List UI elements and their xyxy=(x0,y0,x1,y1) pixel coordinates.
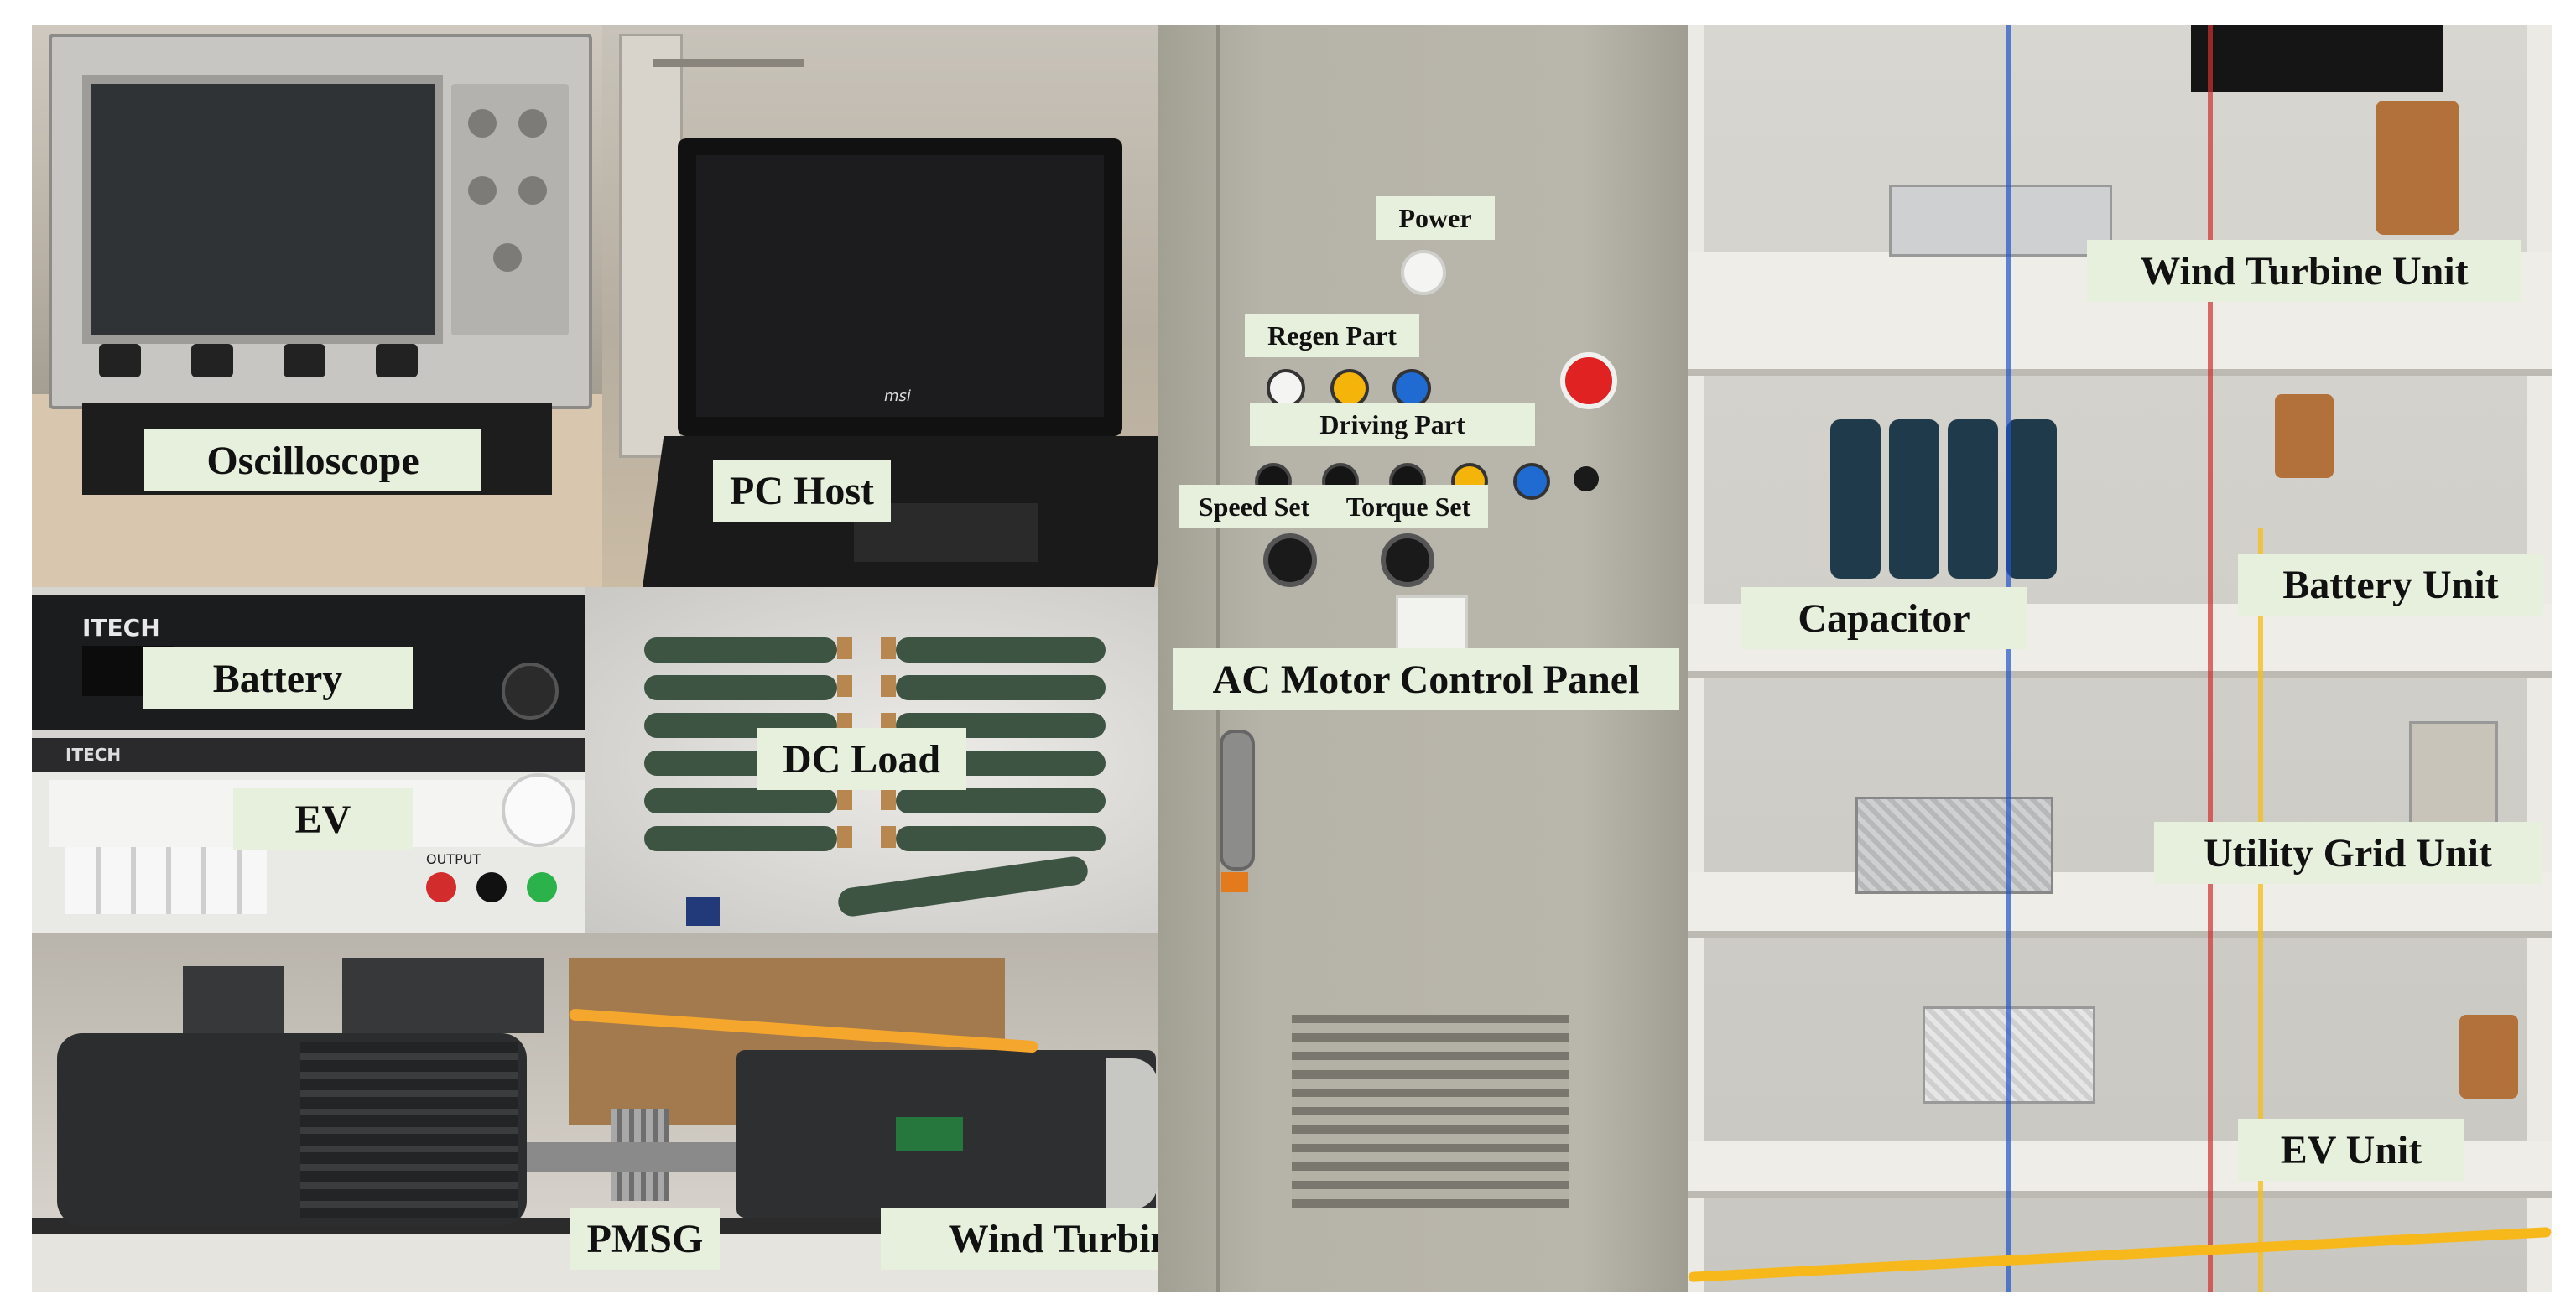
ev-output-label: OUTPUT xyxy=(426,851,481,867)
photo-oscilloscope xyxy=(32,25,602,587)
resistor xyxy=(896,826,1106,851)
resistor xyxy=(896,637,1106,663)
label-pmsg: PMSG xyxy=(570,1208,720,1270)
torque-set-knob[interactable] xyxy=(1381,533,1434,587)
label-dc-load: DC Load xyxy=(757,728,966,790)
power-supply-module xyxy=(1855,797,2053,894)
resistor xyxy=(896,675,1106,700)
laptop-brand: msi xyxy=(884,387,911,405)
label-driving-part: Driving Part xyxy=(1250,403,1535,446)
oscilloscope-screen xyxy=(82,75,443,344)
label-speed-set: Speed Set xyxy=(1179,485,1329,528)
label-capacitor: Capacitor xyxy=(1741,587,2027,649)
resistor xyxy=(644,788,837,813)
resistor xyxy=(644,675,837,700)
label-regen-part: Regen Part xyxy=(1245,314,1419,357)
label-power: Power xyxy=(1376,196,1495,240)
emergency-stop-button[interactable] xyxy=(1560,352,1617,409)
door-handle[interactable] xyxy=(1220,730,1255,871)
battery-brand: ITECH xyxy=(82,614,160,642)
power-lamp xyxy=(1401,250,1446,295)
label-battery: Battery xyxy=(143,647,413,709)
label-ev: EV xyxy=(233,788,413,850)
regen-lamp-white xyxy=(1267,369,1305,408)
label-pc-host: PC Host xyxy=(713,460,891,522)
label-oscilloscope: Oscilloscope xyxy=(144,429,481,491)
indicator-black xyxy=(1574,466,1599,491)
ev-supply-brand: ITECH xyxy=(65,745,122,765)
photo-battery-ev: ITECH ITECH OUTPUT xyxy=(32,587,585,933)
label-ev-unit: EV Unit xyxy=(2238,1119,2464,1181)
capacitor-bank xyxy=(1830,419,1881,579)
driving-lamp-blue xyxy=(1513,463,1550,500)
photo-dc-load xyxy=(585,587,1158,933)
label-torque-set: Torque Set xyxy=(1329,485,1488,528)
resistor xyxy=(644,637,837,663)
label-utility-grid-unit: Utility Grid Unit xyxy=(2154,822,2542,884)
label-ac-motor-control-panel: AC Motor Control Panel xyxy=(1173,648,1679,710)
label-battery-unit: Battery Unit xyxy=(2238,554,2543,616)
capacitor-bank xyxy=(1889,419,1939,579)
ventilation-grille xyxy=(1292,1015,1569,1208)
regen-lamp-blue xyxy=(1392,369,1431,408)
photo-rack-units xyxy=(1688,25,2552,1292)
speed-set-knob[interactable] xyxy=(1263,533,1317,587)
label-wind-turbine-unit: Wind Turbine Unit xyxy=(2087,240,2521,302)
laptop-screen xyxy=(696,155,1104,417)
resistor xyxy=(896,788,1106,813)
capacitor-bank xyxy=(2006,419,2057,579)
capacitor-bank xyxy=(1948,419,1998,579)
resistor xyxy=(644,826,837,851)
